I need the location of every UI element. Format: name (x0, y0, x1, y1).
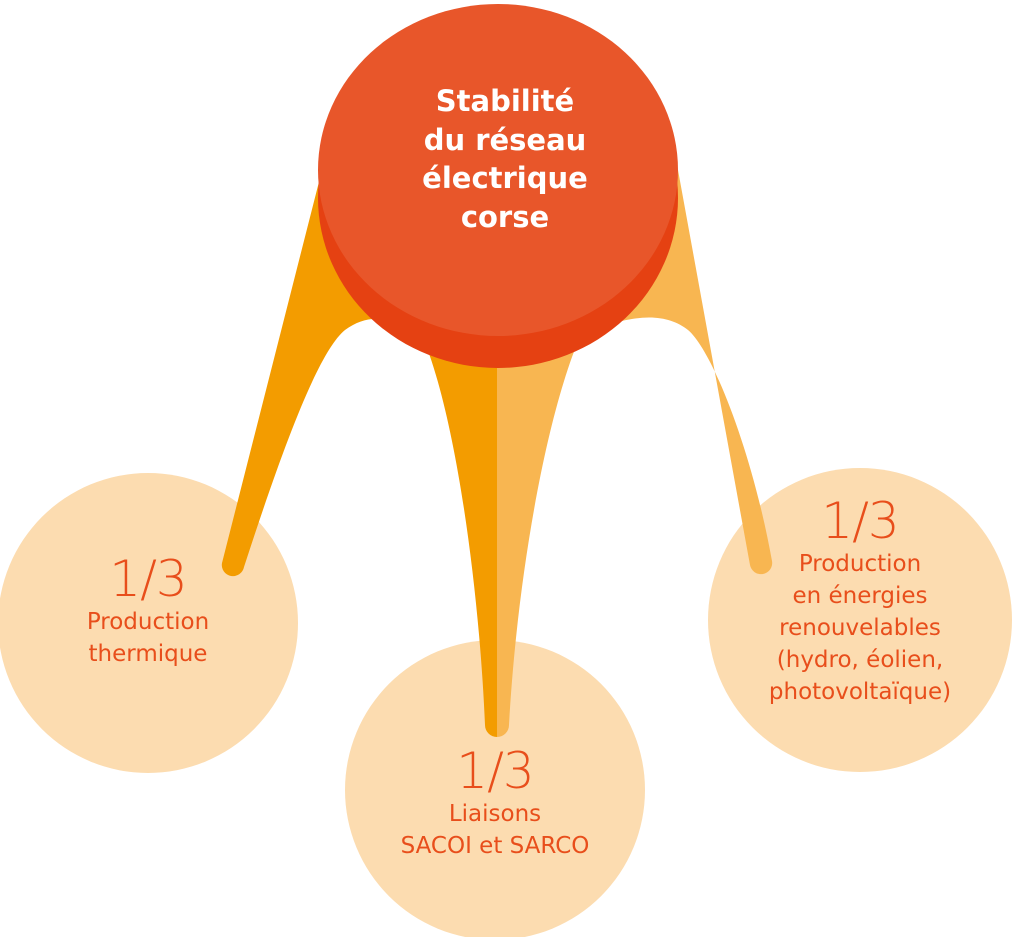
label-renewables-line: photovoltaïque) (768, 679, 952, 706)
label-thermal-line: thermique (88, 640, 208, 667)
label-renewables-line: en énergies (792, 582, 928, 609)
bubble-thermal (0, 473, 298, 773)
bubble-renewables (708, 468, 1012, 772)
center-title-line: Stabilité (435, 84, 575, 118)
fraction-links: 1/3 (456, 742, 534, 800)
label-links-line: SACOI et SARCO (400, 832, 590, 859)
center-disc (318, 4, 678, 336)
bubble-links (345, 640, 645, 937)
center-title-line: électrique (422, 161, 588, 196)
center-title-line: corse (460, 199, 550, 234)
label-thermal: 1/3 Production thermique (48, 553, 248, 670)
label-thermal-line: Production (86, 608, 210, 635)
leg-middle-right (497, 300, 600, 737)
label-links-line: Liaisons (448, 800, 542, 827)
label-renewables-line: (hydro, éolien, (776, 647, 944, 674)
label-renewables: 1/3 Production en énergies renouvelables… (735, 495, 985, 708)
fraction-thermal: 1/3 (109, 550, 187, 608)
label-renewables-line: Production (798, 550, 922, 577)
leg-middle-left (400, 300, 497, 737)
label-renewables-line: renouvelables (779, 614, 941, 641)
label-links: 1/3 Liaisons SACOI et SARCO (375, 745, 615, 862)
center-title: Stabilité du réseau électrique corse (380, 82, 630, 236)
fraction-renewables: 1/3 (821, 492, 899, 550)
center-title-line: du réseau (423, 122, 587, 157)
